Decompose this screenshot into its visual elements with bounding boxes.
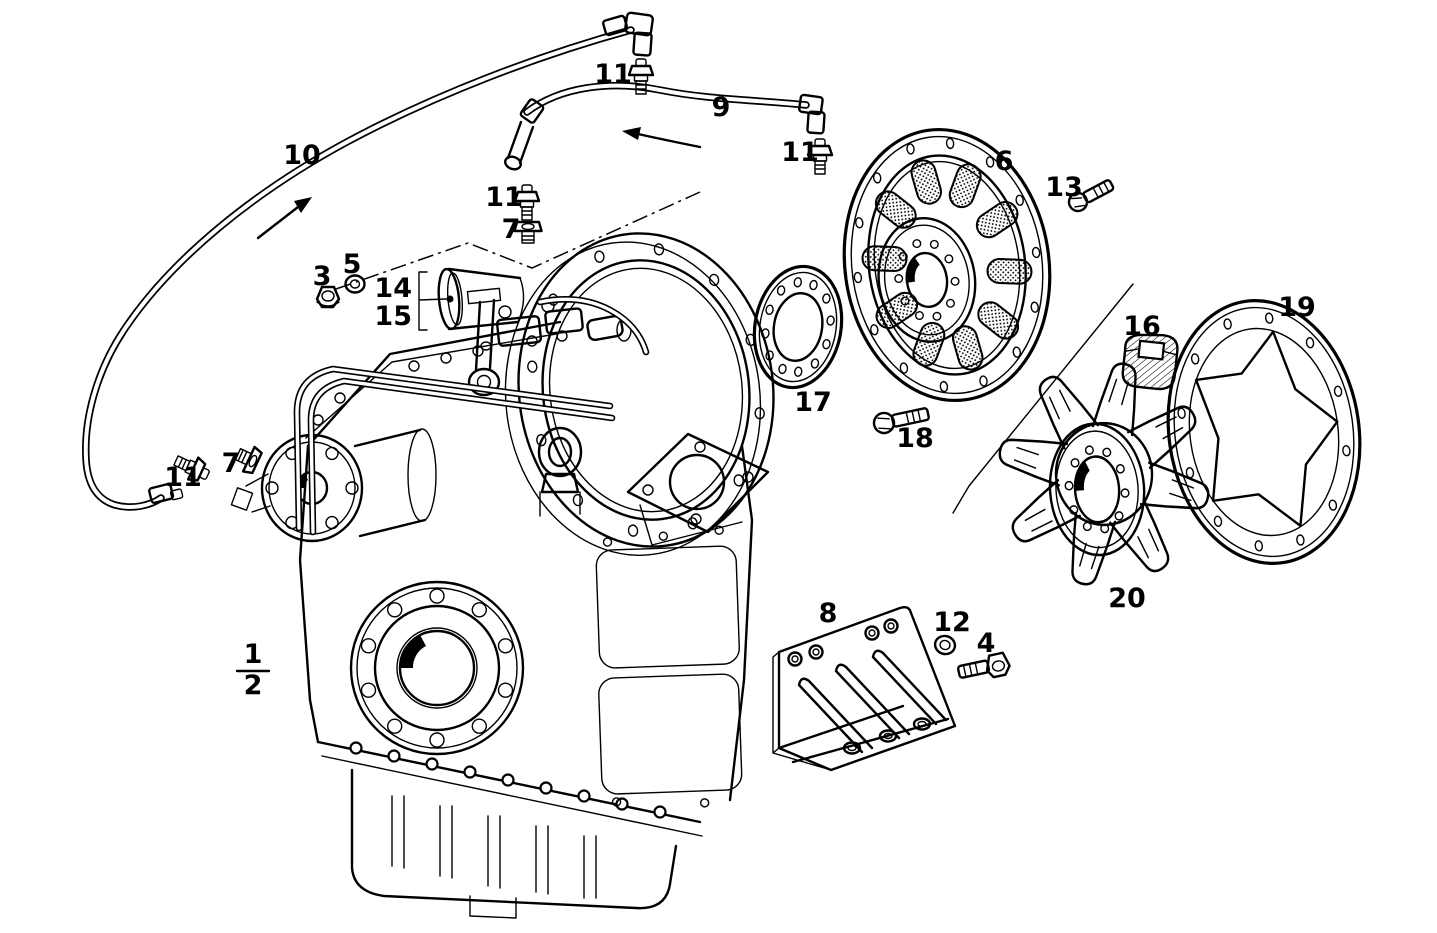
- mounting-bracket-8: [772, 605, 957, 772]
- callout-part-5: 5: [343, 249, 362, 280]
- bell-housing-bolt-holes: [527, 243, 765, 537]
- star-hub: [1048, 422, 1146, 557]
- callout-part-17: 17: [794, 387, 832, 418]
- callout-part-11-left: 11: [164, 462, 202, 493]
- callout-part-11-mid: 11: [485, 182, 523, 213]
- callout-part-11-right: 11: [781, 137, 819, 168]
- bracket-gussets: [797, 649, 948, 754]
- hose-10: [82, 11, 654, 511]
- hose-10-end-fitting: [148, 482, 184, 504]
- hose-9: [504, 81, 826, 171]
- valve-body: [495, 299, 632, 347]
- star-coupler-20: [994, 358, 1214, 590]
- callout-part-3: 3: [313, 261, 332, 292]
- ring-gear-19: [1166, 299, 1362, 565]
- output-flange: [349, 580, 525, 756]
- callout-part-2: 2: [244, 670, 263, 701]
- callout-part-16: 16: [1123, 311, 1161, 342]
- output-flange-bolt-holes: [360, 588, 514, 748]
- callout-part-20: 20: [1108, 583, 1146, 614]
- washer-5: [344, 274, 366, 294]
- callout-part-13: 13: [1045, 172, 1083, 203]
- actuator-cylinder-14-15: [335, 191, 701, 331]
- callout-part-7-left: 7: [222, 448, 241, 479]
- bolt-13: [1067, 179, 1115, 213]
- callout-part-12: 12: [933, 607, 971, 638]
- side-panels: [595, 525, 743, 808]
- hose-10-elbow-fitting: [602, 11, 654, 57]
- callout-part-19: 19: [1278, 292, 1316, 323]
- damper-rim-holes: [853, 137, 1041, 393]
- callouts: 10 11 9 11 11 7 3 5 14 15 6 13 17 18 16 …: [164, 59, 1316, 659]
- lifting-eye: [537, 426, 583, 517]
- top-plate: [626, 432, 770, 546]
- flow-arrow-10: [256, 197, 312, 240]
- callout-part-8: 8: [819, 598, 838, 629]
- hose-9-right-elbow: [798, 93, 826, 135]
- flange-bolts: [349, 741, 667, 819]
- gearbox-housing: [230, 232, 775, 919]
- callout-part-1: 1: [244, 639, 263, 670]
- bolt-4: [956, 651, 1011, 679]
- callout-part-18: 18: [896, 423, 934, 454]
- nut-3: [315, 285, 341, 309]
- callout-part-7-mid: 7: [502, 214, 521, 245]
- bolt-18: [872, 407, 930, 435]
- callout-part-9: 9: [712, 92, 731, 123]
- callout-part-14: 14: [374, 273, 412, 304]
- callout-part-11-top: 11: [594, 59, 632, 90]
- callout-part-4: 4: [977, 628, 996, 659]
- callout-part-15: 15: [374, 301, 412, 332]
- damper-plate-6: [842, 127, 1052, 403]
- callout-part-6: 6: [995, 146, 1014, 177]
- washer-12: [933, 634, 957, 656]
- shim-ring-17: [752, 264, 844, 390]
- oil-sump: [350, 768, 678, 919]
- callout-part-10: 10: [283, 140, 321, 171]
- damper-hub: [877, 216, 977, 343]
- bracket-holes: [787, 618, 932, 755]
- flow-arrow-9: [622, 127, 702, 149]
- oil-pump: [230, 428, 437, 543]
- hose-9-left-end: [504, 98, 545, 171]
- break-line: [952, 283, 1134, 514]
- control-lever: [466, 287, 502, 397]
- damper-spring-pads: [861, 159, 1033, 371]
- callout-part-1-2: 1 2: [235, 639, 271, 701]
- oil-pipes: [293, 296, 650, 536]
